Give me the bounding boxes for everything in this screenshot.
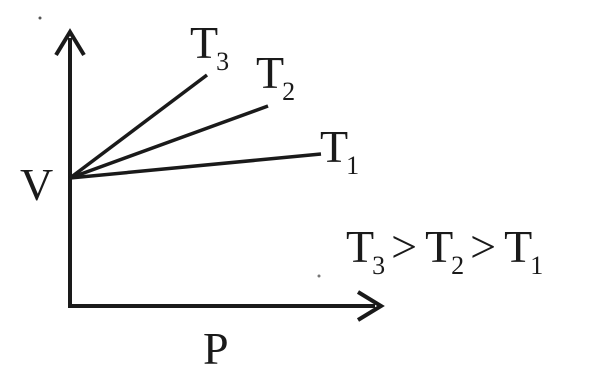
y-axis-arrowhead xyxy=(54,28,86,57)
label-t1: T1 xyxy=(320,121,359,180)
y-axis-label: V xyxy=(20,159,53,210)
speck xyxy=(317,274,321,278)
label-t3: T3 xyxy=(190,17,229,76)
line-t3 xyxy=(68,73,209,180)
label-t2: T2 xyxy=(256,47,295,106)
temperature-relation: T3>T2>T1 xyxy=(346,221,543,280)
x-axis-arrowhead xyxy=(356,290,385,322)
line-t1 xyxy=(69,152,322,180)
x-axis-label: P xyxy=(203,323,229,367)
speck xyxy=(38,16,42,20)
line-t2 xyxy=(69,104,269,180)
